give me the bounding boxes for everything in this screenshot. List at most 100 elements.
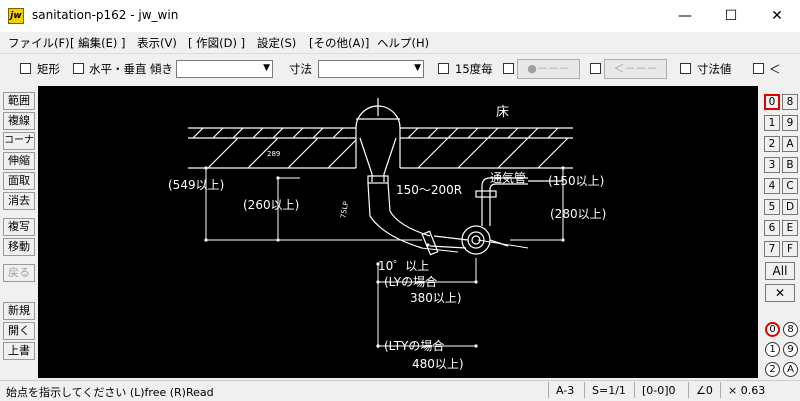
dim-549-label: (549以上) (168, 178, 224, 192)
layer-3-button[interactable]: 3 (764, 157, 780, 173)
tool-new[interactable]: 新規 (3, 302, 35, 320)
dimension-lines (205, 168, 564, 348)
tool-copy[interactable]: 複写 (3, 218, 35, 236)
arrow-checkbox[interactable] (590, 63, 601, 74)
hv-checkbox[interactable] (73, 63, 84, 74)
radius-label: 150～200R (396, 183, 462, 197)
app-icon: jw (8, 8, 24, 24)
group-8-button[interactable]: 8 (783, 322, 798, 337)
hv-label: 水平・垂直 (89, 62, 147, 76)
tool-offset[interactable]: 複線 (3, 112, 35, 130)
status-divider (634, 382, 635, 398)
status-paper[interactable]: A-3 (556, 384, 575, 397)
menu-other[interactable]: [その他(A)] (309, 36, 370, 50)
layer-6-button[interactable]: 6 (764, 220, 780, 236)
menu-settings[interactable]: 設定(S) (257, 36, 297, 50)
tool-chamfer[interactable]: 面取 (3, 172, 35, 190)
small-289-label: 289 (267, 150, 280, 158)
status-divider (548, 382, 549, 398)
layer-8-button[interactable]: 8 (782, 94, 798, 110)
status-scale[interactable]: S=1/1 (592, 384, 626, 397)
menu-draw[interactable]: [ 作図(D) ] (188, 36, 246, 50)
right-layer-palette: 0 8 1 9 2 A 3 B 4 C 5 D 6 E 7 F All ✕ 0 … (760, 86, 800, 378)
group-a-button[interactable]: A (783, 362, 798, 377)
lt-checkbox[interactable] (753, 63, 764, 74)
dim-280-label: (280以上) (550, 207, 606, 221)
title-bar: jw sanitation-p162 - jw_win — ☐ ✕ (0, 0, 800, 32)
dim-150-label: (150以上) (548, 174, 604, 188)
close-icon[interactable]: ✕ (765, 284, 795, 302)
tool-erase[interactable]: 消去 (3, 192, 35, 210)
small-75lp-label: 75LP (339, 201, 350, 219)
dim-combo[interactable]: ▼ (318, 60, 424, 78)
angle-label: 10゜以上 (378, 259, 429, 273)
group-1-button[interactable]: 1 (765, 342, 780, 357)
window-title: sanitation-p162 - jw_win (32, 8, 179, 22)
tool-move[interactable]: 移動 (3, 238, 35, 256)
status-zoom[interactable]: × 0.63 (728, 384, 766, 397)
chevron-down-icon: ▼ (414, 63, 421, 73)
deg15-checkbox[interactable] (438, 63, 449, 74)
menu-bar: ファイル(F) [ 編集(E) ] 表示(V) [ 作図(D) ] 設定(S) … (0, 32, 800, 52)
point-line-button[interactable]: ●－－－ (517, 59, 580, 79)
layer-4-button[interactable]: 4 (764, 178, 780, 194)
layer-7-button[interactable]: 7 (764, 241, 780, 257)
layer-0-button[interactable]: 0 (764, 94, 780, 110)
group-9-button[interactable]: 9 (783, 342, 798, 357)
tool-undo[interactable]: 戻る (3, 264, 35, 282)
rect-label: 矩形 (37, 62, 60, 76)
dimension-ticks (204, 166, 565, 348)
dimval-checkbox[interactable] (680, 63, 691, 74)
status-angle[interactable]: ∠0 (696, 384, 713, 397)
point-checkbox[interactable] (503, 63, 514, 74)
layer-9-button[interactable]: 9 (782, 115, 798, 131)
tool-open[interactable]: 開く (3, 322, 35, 340)
tool-save[interactable]: 上書 (3, 342, 35, 360)
layer-2-button[interactable]: 2 (764, 136, 780, 152)
left-tool-palette: 範囲 複線 コーナー 伸縮 面取 消去 複写 移動 戻る 新規 開く 上書 (0, 86, 38, 378)
cad-drawing: 床 通気管 (549以上) (260以上) 150～200R (150以上) (… (168, 98, 606, 371)
layer-5-button[interactable]: 5 (764, 199, 780, 215)
tool-corner[interactable]: コーナー (3, 132, 35, 162)
layer-d-button[interactable]: D (782, 199, 798, 215)
lt-label: ＜ (769, 62, 781, 76)
menu-file[interactable]: ファイル(F) (8, 36, 70, 50)
arrow-line-button[interactable]: ＜－－－ (604, 59, 667, 79)
layer-e-button[interactable]: E (782, 220, 798, 236)
status-divider (584, 382, 585, 398)
layer-all-button[interactable]: All (765, 262, 795, 280)
angle-label: 傾き (150, 62, 173, 76)
minimize-button[interactable]: — (678, 8, 692, 24)
group-2-button[interactable]: 2 (765, 362, 780, 377)
layer-c-button[interactable]: C (782, 178, 798, 194)
close-button[interactable]: ✕ (771, 8, 783, 24)
ly-value-label: 380以上) (410, 291, 462, 305)
angle-combo[interactable]: ▼ (176, 60, 273, 78)
deg15-label: 15度毎 (455, 62, 493, 76)
maximize-button[interactable]: ☐ (724, 8, 738, 24)
dim-260-label: (260以上) (243, 198, 299, 212)
group-0-button[interactable]: 0 (765, 322, 780, 337)
cad-geometry (188, 98, 573, 256)
layer-f-button[interactable]: F (782, 241, 798, 257)
rect-checkbox[interactable] (20, 63, 31, 74)
dim-label: 寸法 (289, 62, 312, 76)
drawing-canvas[interactable]: 床 通気管 (549以上) (260以上) 150～200R (150以上) (… (38, 86, 758, 378)
layer-b-button[interactable]: B (782, 157, 798, 173)
chevron-down-icon: ▼ (263, 63, 270, 73)
status-layer[interactable]: [0-0]0 (642, 384, 676, 397)
menu-edit[interactable]: [ 編集(E) ] (70, 36, 126, 50)
ly-case-label: (LYの場合 (384, 274, 437, 289)
layer-a-button[interactable]: A (782, 136, 798, 152)
status-divider (688, 382, 689, 398)
status-bar: 始点を指示してください (L)free (R)Read A-3 S=1/1 [0… (0, 380, 800, 401)
tool-range[interactable]: 範囲 (3, 92, 35, 110)
status-message: 始点を指示してください (L)free (R)Read (6, 386, 214, 399)
layer-1-button[interactable]: 1 (764, 115, 780, 131)
lty-case-label: (LTYの場合 (384, 338, 444, 353)
tool-extend[interactable]: 伸縮 (3, 152, 35, 170)
menu-view[interactable]: 表示(V) (137, 36, 177, 50)
status-divider (720, 382, 721, 398)
floor-label: 床 (496, 105, 509, 120)
menu-help[interactable]: ヘルプ(H) (377, 36, 430, 50)
